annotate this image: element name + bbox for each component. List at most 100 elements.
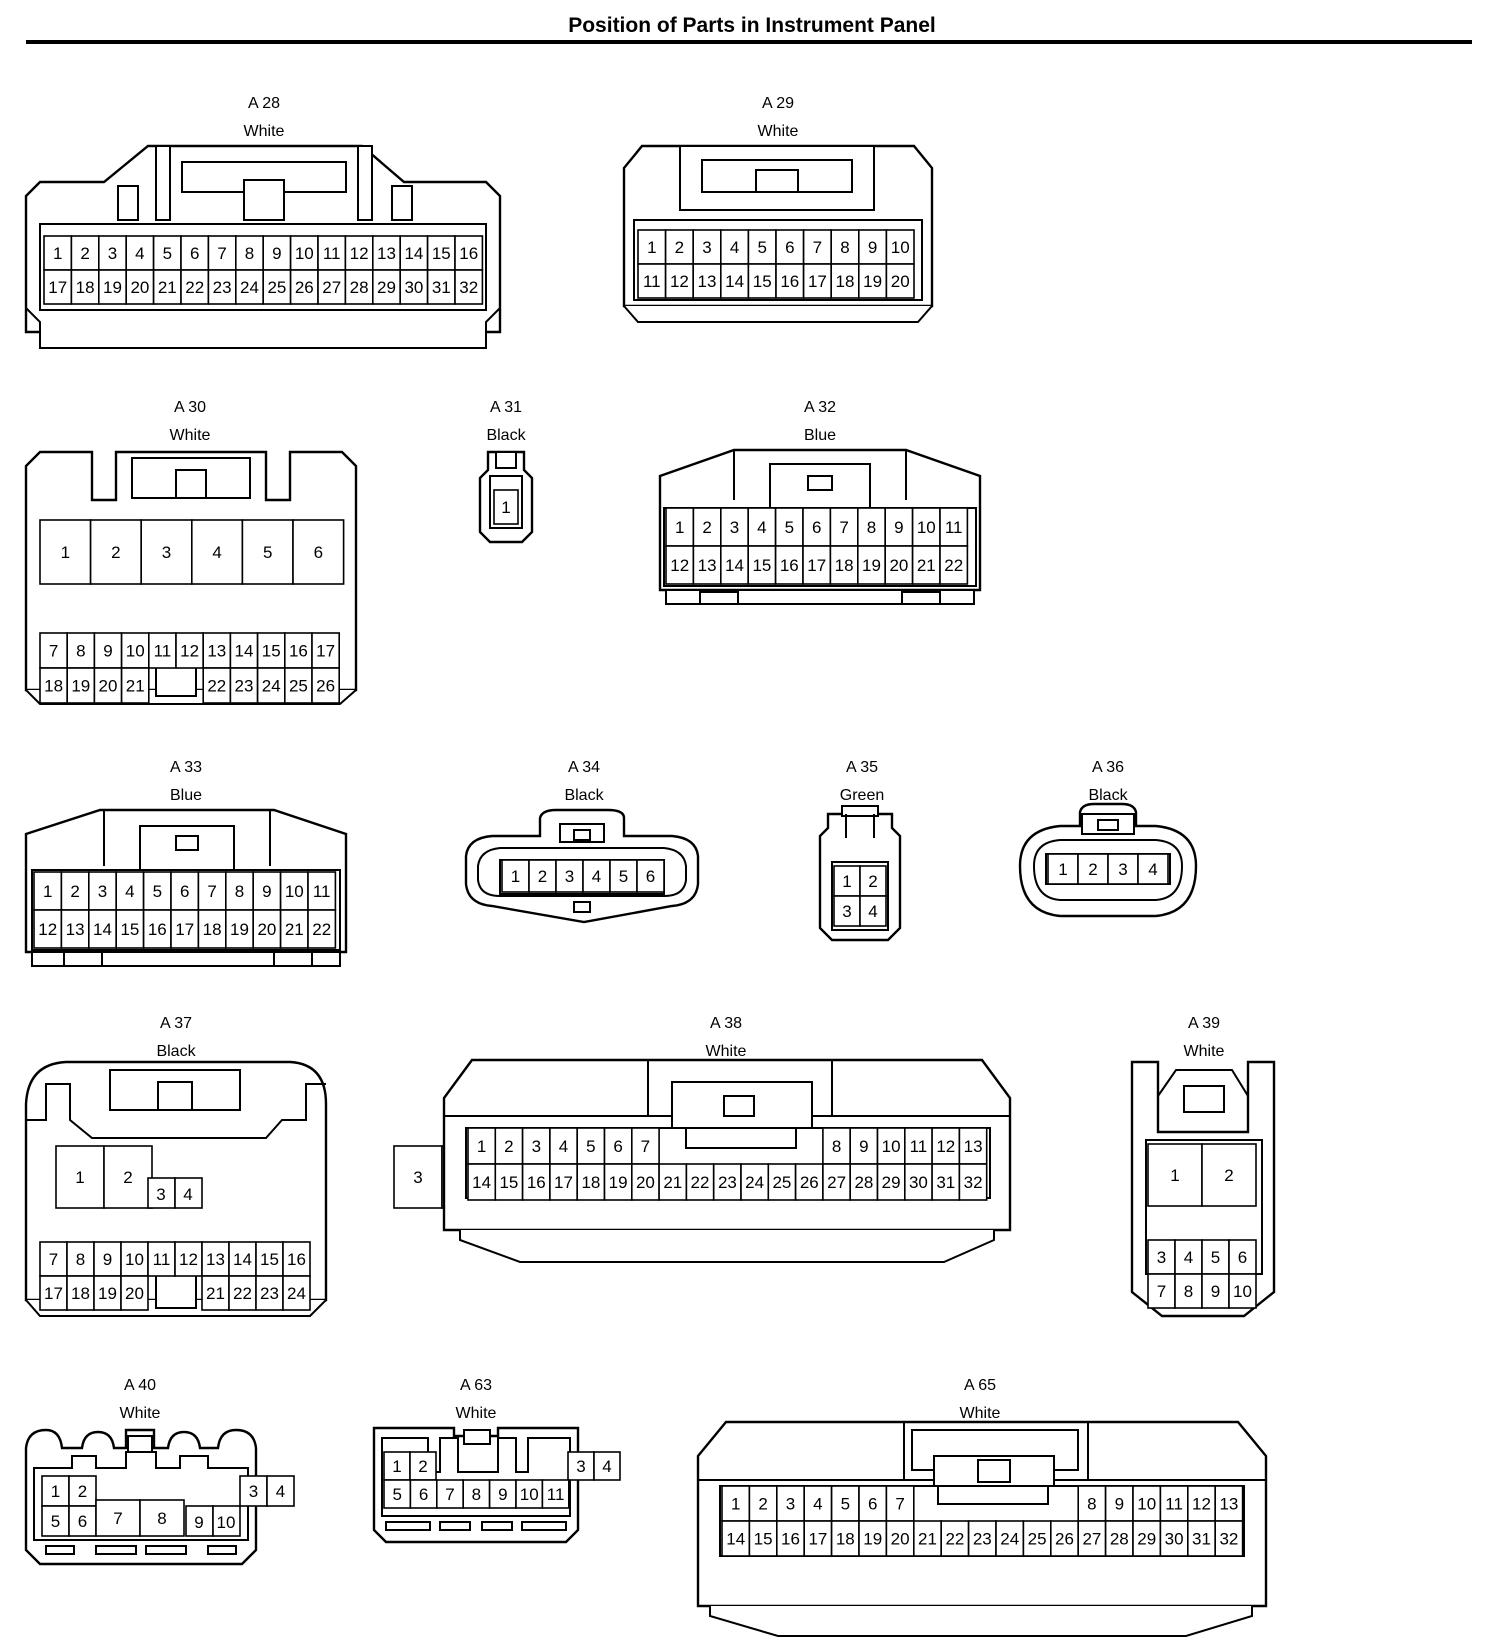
pin-number: 8	[245, 244, 254, 263]
pin-number: 18	[76, 278, 95, 297]
pin-cell	[857, 229, 888, 265]
pin-number: 13	[206, 1250, 225, 1269]
pin-number: 20	[99, 677, 118, 696]
pin-a40-9: 9	[194, 1513, 203, 1532]
pin-cell	[66, 667, 96, 704]
pin-number: 1	[675, 518, 684, 537]
pin-cell	[747, 263, 777, 299]
pin-number: 24	[745, 1173, 764, 1192]
pin-number: 32	[964, 1173, 983, 1192]
pin-number: 1	[51, 1482, 60, 1501]
pin-number: 11	[313, 882, 331, 901]
pin-cell	[802, 507, 832, 547]
pin-number: 6	[78, 1512, 87, 1531]
pin-number: 1	[1170, 1166, 1179, 1185]
pin-number: 11	[910, 1137, 928, 1156]
pin-cell	[721, 1520, 751, 1557]
pin-number: 1	[731, 1495, 740, 1514]
pin-number: 14	[472, 1173, 491, 1192]
pin-cell	[794, 1163, 824, 1201]
pin-number: 2	[702, 518, 711, 537]
pin-number: 27	[827, 1173, 846, 1192]
pin-number: 3	[702, 238, 711, 257]
pin-cell	[147, 1241, 176, 1277]
pin-number: 7	[217, 244, 226, 263]
pin-cell	[1214, 1520, 1244, 1557]
pin-number: 19	[862, 556, 881, 575]
pin-number: 18	[44, 677, 63, 696]
pin-cell	[39, 667, 69, 704]
pin-number: 15	[432, 244, 451, 263]
pin-number: 23	[973, 1530, 992, 1549]
pin-number: 23	[213, 278, 232, 297]
pin-number: 3	[98, 882, 107, 901]
pin-cell	[549, 1163, 579, 1201]
pin-cell	[582, 859, 611, 893]
pin-number: 6	[1238, 1248, 1247, 1267]
pin-cell	[939, 507, 969, 547]
pin-number: 20	[891, 272, 910, 291]
pin-number: 4	[868, 902, 877, 921]
pin-number: 21	[663, 1173, 682, 1192]
pin-number: 11	[643, 272, 661, 291]
pin-cell	[931, 1127, 961, 1165]
pin-number: 7	[813, 238, 822, 257]
pin-number: 7	[839, 518, 848, 537]
pin-number: 31	[432, 278, 451, 297]
pin-number: 6	[868, 1495, 877, 1514]
pin-a37-3: 3	[156, 1185, 165, 1204]
connector-a34-id: A 34	[568, 759, 600, 776]
pin-number: 16	[287, 1250, 306, 1269]
pin-number: 8	[867, 518, 876, 537]
pin-cell	[857, 263, 888, 299]
pin-cell	[1077, 853, 1109, 885]
pin-number: 15	[499, 1173, 518, 1192]
pin-number: 16	[289, 642, 308, 661]
pin-number: 19	[863, 272, 882, 291]
pin-cell	[103, 1145, 153, 1209]
pin-cell	[576, 1163, 606, 1201]
pin-number: 1	[1058, 860, 1067, 879]
pin-number: 12	[179, 1250, 198, 1269]
pin-number: 17	[554, 1173, 573, 1192]
pin-number: 21	[917, 556, 936, 575]
pin-number: 25	[267, 278, 286, 297]
pin-cell	[256, 667, 286, 704]
pin-number: 6	[646, 867, 655, 886]
pin-number: 10	[891, 238, 910, 257]
pin-cell	[229, 667, 259, 704]
pin-cell	[344, 269, 374, 305]
pin-number: 6	[419, 1485, 428, 1504]
pin-number: 5	[392, 1485, 401, 1504]
pin-number: 25	[772, 1173, 791, 1192]
pin-cell	[822, 1163, 852, 1201]
pin-cell	[68, 1505, 97, 1537]
pin-cell	[33, 909, 63, 949]
pin-cell	[833, 895, 861, 927]
pin-cell	[241, 519, 294, 585]
pin-cell	[748, 1485, 778, 1522]
pin-number: 31	[1192, 1530, 1211, 1549]
pin-cell	[665, 545, 695, 585]
connector-a36-id: A 36	[1092, 759, 1124, 776]
pin-number: 1	[61, 543, 70, 562]
connector-a30-id: A 30	[174, 399, 206, 416]
pin-number: 14	[235, 642, 254, 661]
pin-number: 10	[882, 1137, 901, 1156]
pin-number: 20	[891, 1530, 910, 1549]
pin-cell	[120, 1275, 149, 1311]
pin-cell	[555, 859, 584, 893]
pin-cell	[115, 909, 145, 949]
pin-number: 1	[842, 872, 851, 891]
pin-cell	[311, 632, 341, 669]
pin-cell	[228, 1241, 257, 1277]
pin-number: 24	[1000, 1530, 1019, 1549]
pin-number: 1	[477, 1137, 486, 1156]
pin-number: 5	[586, 1137, 595, 1156]
pin-cell	[462, 1479, 491, 1509]
connector-a29-color: White	[758, 123, 799, 140]
pin-cell	[822, 1127, 852, 1165]
